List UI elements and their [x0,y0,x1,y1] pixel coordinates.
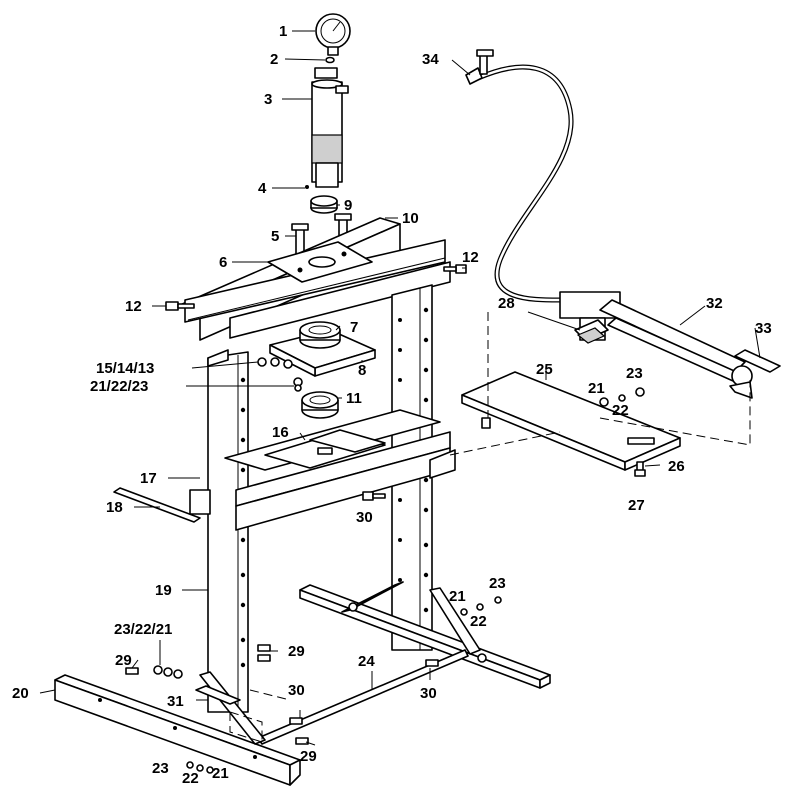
washer-2 [325,56,335,64]
label-23-bottom: 23 [152,760,169,777]
label-16: 16 [272,424,289,441]
label-8: 8 [358,362,366,379]
pump-handle-32 [599,299,751,386]
label-19: 19 [155,582,172,599]
bolt-12-right [443,264,467,274]
base-dashed-outline [229,689,291,743]
cylinder-saddle-9 [310,195,338,214]
label-30-upper: 30 [356,509,373,526]
base-bolts [125,596,502,774]
bolt-30-upper [362,491,386,501]
bolt-12-left [165,301,195,311]
hardware-15-14-13 [257,357,303,392]
pump-hardware [481,387,646,477]
label-24: 24 [358,653,375,670]
hydraulic-cylinder [311,67,349,188]
label-23-pump: 23 [626,365,643,382]
label-30-lower: 30 [288,682,305,699]
hose [477,64,574,303]
label-6: 6 [219,254,227,271]
pump-body [559,291,621,344]
label-26: 26 [668,458,685,475]
label-12-left: 12 [125,298,142,315]
label-21-22-23-upper: 21/22/23 [90,378,148,395]
label-21-rear: 21 [449,588,466,605]
label-22-pump: 22 [612,402,629,419]
label-34: 34 [422,51,439,68]
label-22-rear: 22 [470,613,487,630]
pressure-gauge [315,13,351,56]
front-base-20 [54,674,301,786]
label-4: 4 [258,180,267,197]
brace-31 [195,671,266,745]
label-29-bottom: 29 [300,748,317,765]
label-23-rear: 23 [489,575,506,592]
quick-coupler-34 [465,49,494,85]
label-1: 1 [279,23,287,40]
label-20: 20 [12,685,29,702]
label-31: 31 [167,693,184,710]
bed-plates-16 [264,429,386,469]
cylinder-pin-4 [305,185,309,189]
bed-pin-right [429,449,456,479]
label-15-14-13: 15/14/13 [96,360,154,377]
label-25: 25 [536,361,553,378]
top-plate-6 [267,241,373,283]
label-2: 2 [270,51,278,68]
pump-dashed-guides [449,312,751,456]
label-5: 5 [271,228,279,245]
ram-collar-11 [301,391,339,419]
label-21-bottom: 21 [212,765,229,782]
label-3: 3 [264,91,272,108]
label-29-mid: 29 [288,643,305,660]
rear-base [299,584,551,689]
label-28: 28 [498,295,515,312]
part-labels: 1 2 3 4 5 6 7 8 9 10 11 12 12 15/14/13 2… [12,23,772,787]
ram-collar-7 [299,321,341,349]
pump-base-25 [461,371,681,471]
upright-holes [240,307,429,668]
label-30-right: 30 [420,685,437,702]
pump-rear-foot [729,365,753,399]
label-11: 11 [346,390,362,407]
left-upright-19 [207,349,249,713]
label-33: 33 [755,320,772,337]
bed-pin-17 [189,489,211,515]
bed-pin-18 [113,487,201,523]
label-29-left: 29 [115,652,132,669]
ram-plate-8 [269,329,376,377]
label-21-pump: 21 [588,380,605,397]
label-32: 32 [706,295,723,312]
label-18: 18 [106,499,123,516]
label-22-bottom: 22 [182,770,199,787]
label-27: 27 [628,497,645,514]
label-17: 17 [140,470,157,487]
leader-lines [39,30,761,746]
label-10: 10 [402,210,419,227]
handle-grip-33 [734,349,781,373]
label-12-right: 12 [462,249,479,266]
label-23-22-21: 23/22/21 [114,621,172,638]
label-9: 9 [344,197,352,214]
label-7: 7 [350,319,358,336]
